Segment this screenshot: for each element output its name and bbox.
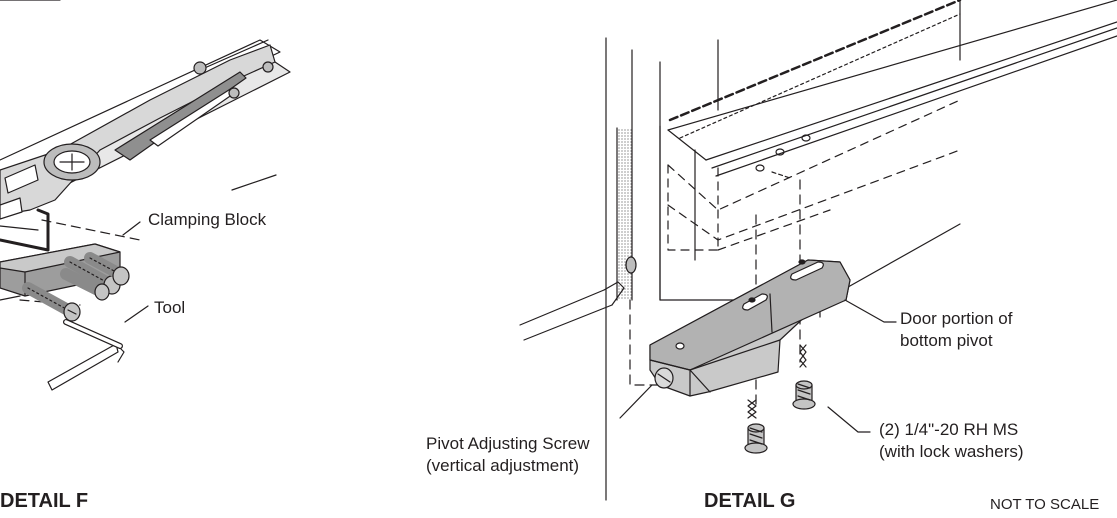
hex-key-tool xyxy=(47,343,119,391)
pivot-washer xyxy=(43,143,101,181)
screwdriver xyxy=(519,256,637,341)
detail-g-drawing xyxy=(519,0,1117,501)
leader-pivot-screw xyxy=(619,384,653,419)
title-detail-g: DETAIL G xyxy=(704,490,796,512)
leader-clamping-block xyxy=(122,221,141,236)
label-pivot-screw-line1: Pivot Adjusting Screw xyxy=(426,434,590,453)
door-extrusion xyxy=(667,0,1117,131)
leader-screws xyxy=(827,406,871,433)
cap-screws xyxy=(22,252,130,322)
bottom-pivot-block xyxy=(649,259,851,397)
label-screws-line2: (with lock washers) xyxy=(879,442,1024,461)
arm-slot xyxy=(114,71,247,161)
label-screws-line1: (2) 1/4"-20 RH MS xyxy=(879,420,1019,439)
label-pivot-screw-line2: (vertical adjustment) xyxy=(426,456,580,475)
pivot-slot xyxy=(742,293,768,311)
leader-door-portion xyxy=(844,299,897,323)
arm-screw xyxy=(193,61,207,75)
scale-note: NOT TO SCALE xyxy=(990,496,1100,513)
label-door-portion-line1: Door portion of xyxy=(900,309,1013,328)
label-clamping-block: Clamping Block xyxy=(148,210,267,229)
rh-machine-screws xyxy=(744,344,816,454)
arm-opening xyxy=(4,164,39,194)
title-detail-f: DETAIL F xyxy=(0,490,89,512)
label-door-portion-line2: bottom pivot xyxy=(900,331,993,350)
detail-f-drawing xyxy=(0,0,291,391)
label-tool: Tool xyxy=(154,298,186,317)
leader-tool xyxy=(124,305,149,323)
